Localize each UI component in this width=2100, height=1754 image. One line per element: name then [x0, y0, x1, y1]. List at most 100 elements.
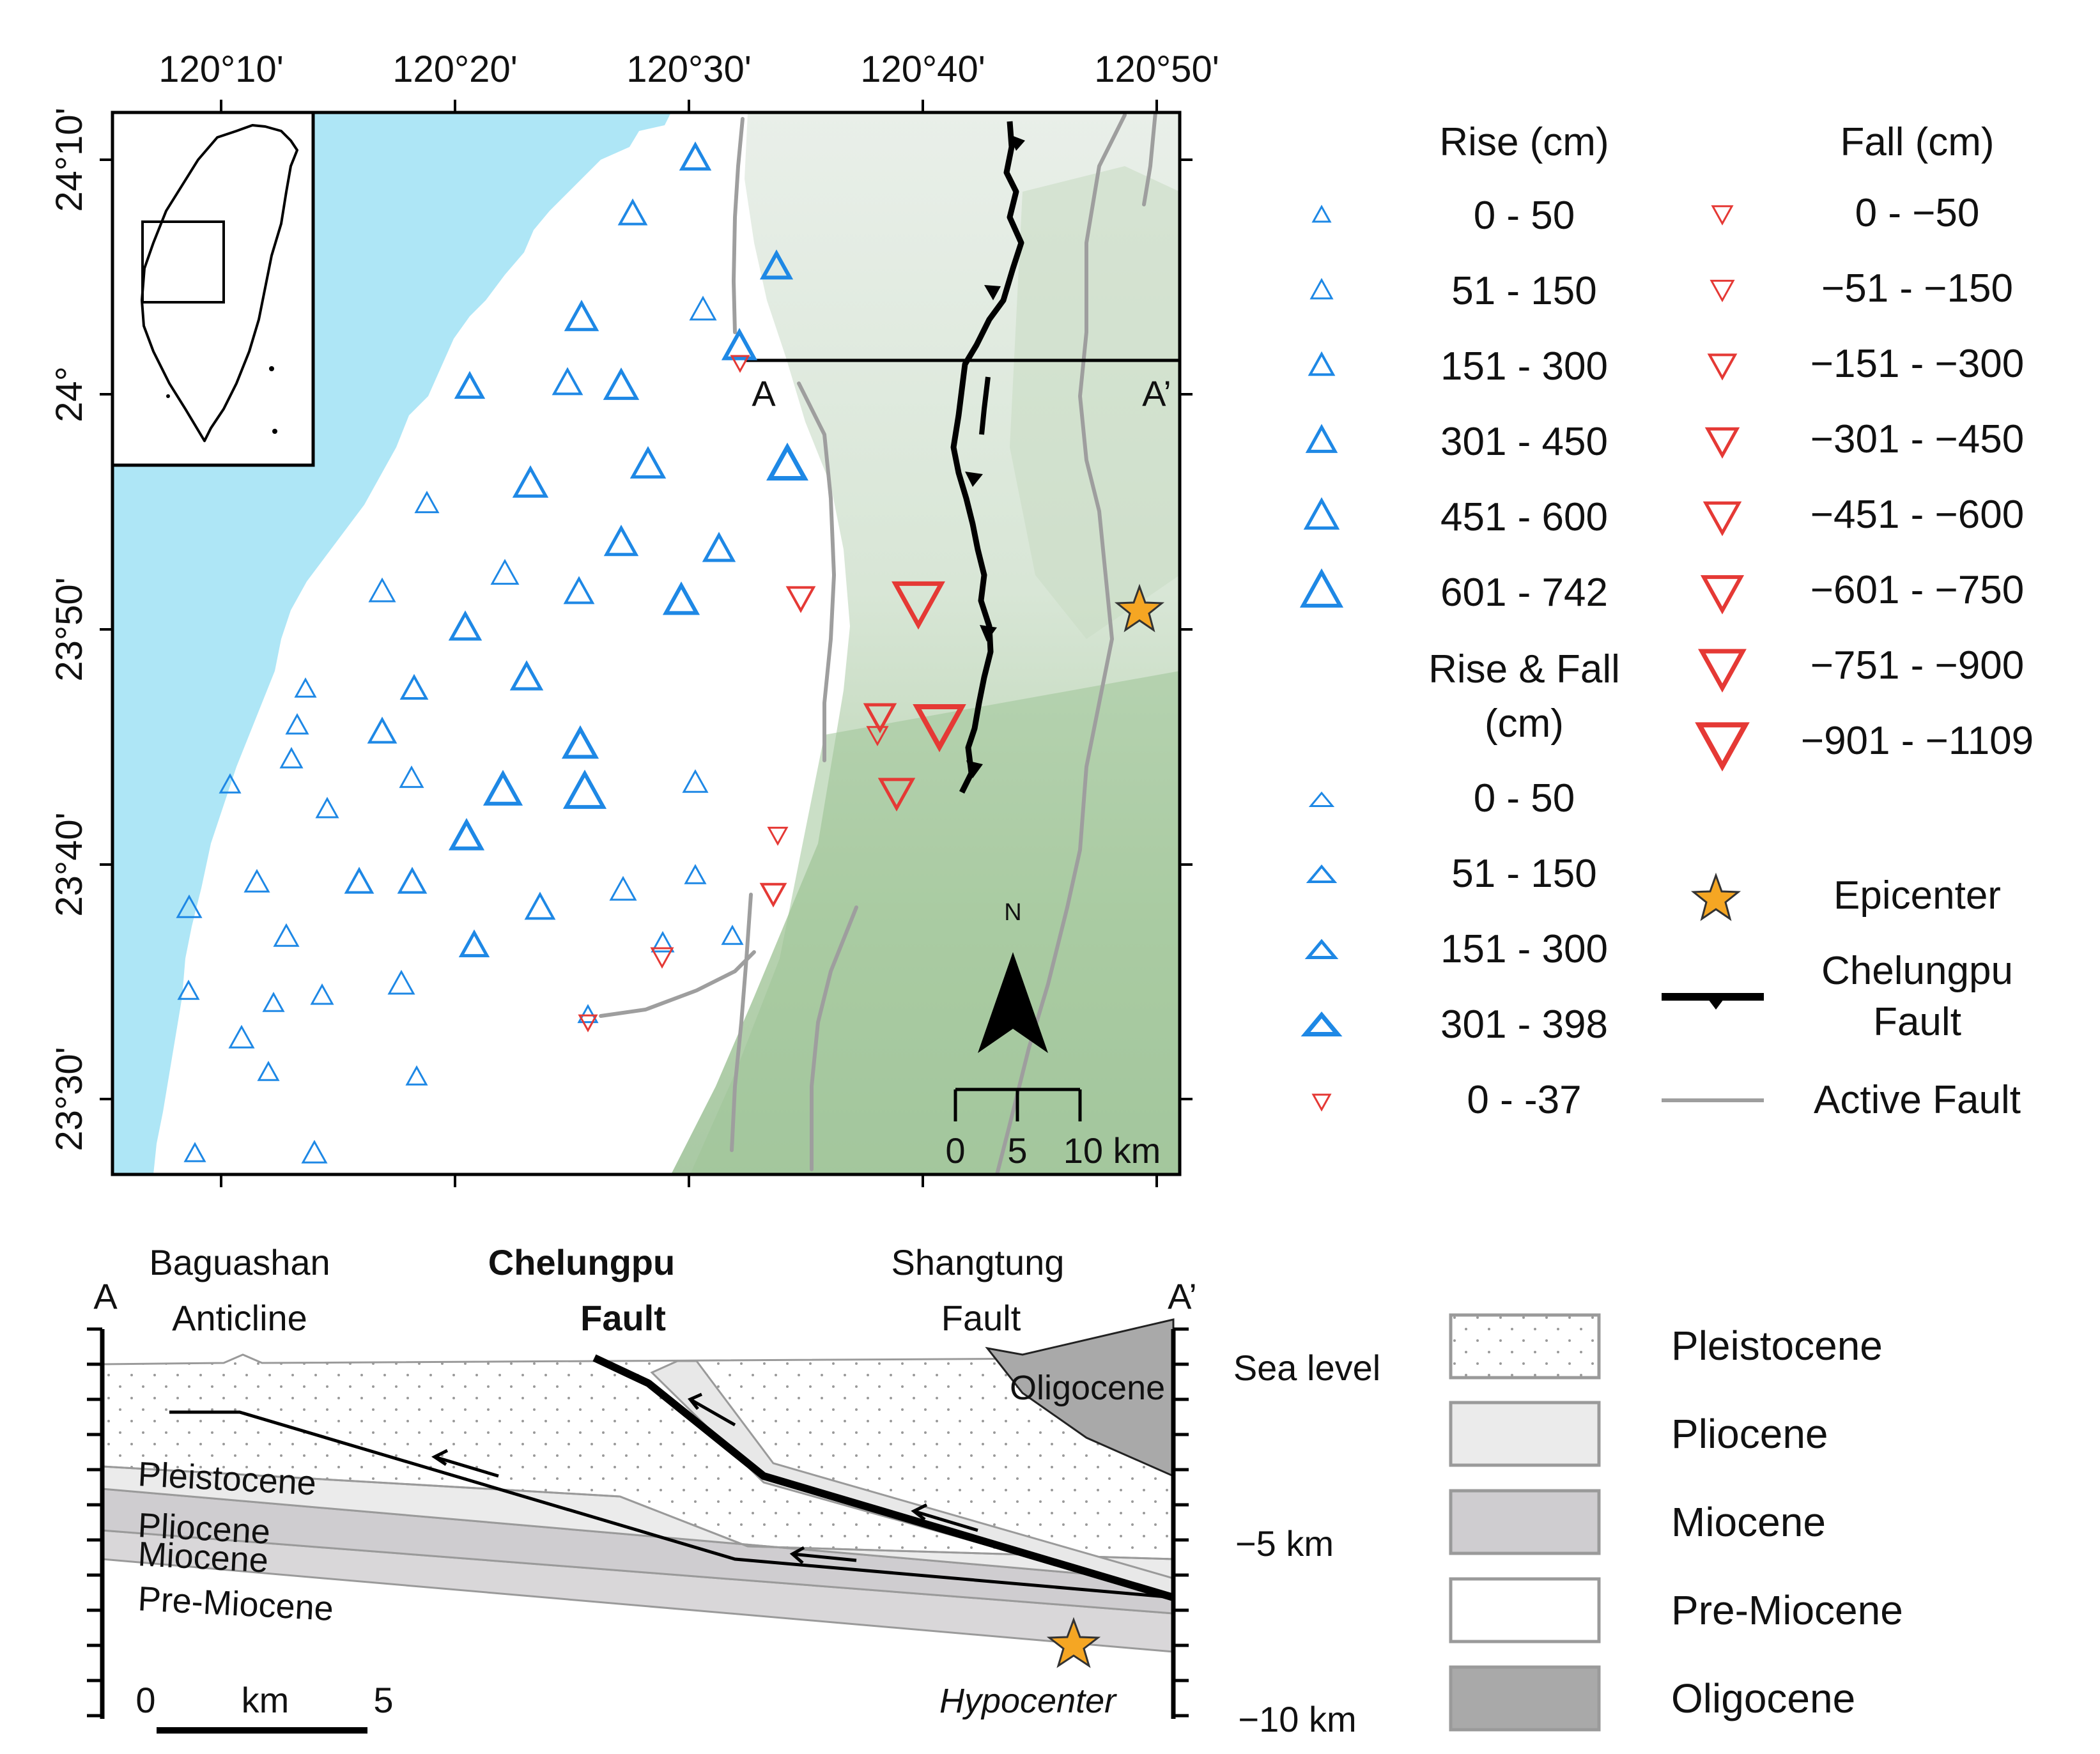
rise-marker	[609, 875, 637, 901]
miocene-swatch	[1449, 1489, 1601, 1555]
rise-marker	[273, 923, 300, 947]
section-scale-5: 5	[373, 1680, 393, 1720]
legend-rise-fall-symbol	[1306, 864, 1338, 883]
legend-rise-symbol	[1303, 497, 1340, 530]
rise-marker	[367, 716, 398, 744]
rise-marker	[563, 576, 595, 604]
hypocenter-label: Hypocenter	[939, 1682, 1117, 1720]
longitude-labels: 120°10' 120°20' 120°30' 120°40' 120°50'	[158, 49, 1219, 90]
legend-fall-symbol	[1702, 501, 1742, 537]
chelungpu-section-label-2: Fault	[580, 1298, 666, 1338]
chelungpu-label: Chelungpu	[1821, 949, 2013, 993]
fall-marker	[866, 726, 889, 746]
rise-marker	[721, 328, 758, 360]
map-scale-bar	[953, 1088, 1082, 1121]
depth-10-label: −10 km	[1238, 1699, 1356, 1739]
strata-label: Pliocene	[1671, 1411, 1828, 1457]
taiwan-outline	[141, 124, 298, 442]
rise-marker	[766, 442, 808, 481]
scale-label-0: 0	[945, 1130, 965, 1171]
legend-rise-symbol	[1309, 278, 1334, 300]
legend-rise-fall-negative-symbol	[1311, 1093, 1332, 1112]
chelungpu-section-label: Chelungpu	[488, 1242, 675, 1282]
fall-label: −301 - −450	[1810, 417, 2024, 461]
fall-header: Fall (cm)	[1840, 120, 1994, 164]
map-ticks	[100, 100, 1193, 1187]
rise-marker	[483, 769, 523, 806]
rise-marker	[679, 141, 712, 171]
rise-marker	[561, 725, 599, 759]
rise-label: 151 - 300	[1440, 344, 1608, 388]
section-depth-ticks	[87, 1327, 1189, 1718]
rise-fall-label: 301 - 398	[1440, 1003, 1608, 1047]
rise-marker	[454, 371, 486, 399]
rise-label: 601 - 742	[1440, 571, 1608, 615]
lon-label: 120°30'	[626, 49, 752, 90]
lon-label: 120°50'	[1094, 49, 1219, 90]
fall-label: −451 - −600	[1810, 493, 2024, 537]
rise-marker	[524, 891, 556, 920]
legend-rise-symbol	[1311, 204, 1332, 223]
legend-rise-symbol	[1308, 351, 1336, 376]
rise-marker	[279, 747, 304, 769]
lon-label: 120°10'	[158, 49, 284, 90]
fall-marker	[863, 703, 897, 734]
rise-marker	[315, 797, 339, 819]
rise-marker	[458, 929, 490, 958]
rise-marker	[577, 1004, 599, 1024]
rise-marker	[721, 925, 744, 945]
rise-marker	[285, 713, 309, 735]
rise-marker	[344, 866, 374, 894]
rise-fall-header: Rise & Fall	[1428, 647, 1620, 691]
cross-section: A A’ Baguashan Anticline Chelungpu Fault…	[87, 1242, 1380, 1739]
rise-marker	[759, 249, 794, 280]
shangtung-label: Shangtung	[892, 1242, 1065, 1282]
rise-marker	[177, 980, 200, 1000]
chelungpu-label-2: Fault	[1873, 1000, 1961, 1044]
lon-label: 120°40'	[860, 49, 985, 90]
rise-marker	[509, 660, 544, 691]
rise-marker	[414, 490, 440, 514]
rise-marker	[684, 864, 707, 884]
rise-marker	[399, 673, 429, 700]
rise-marker	[689, 295, 717, 321]
rise-marker	[262, 992, 285, 1012]
active-fault-label: Active Fault	[1814, 1078, 2021, 1122]
baguashan-label: Baguashan	[149, 1242, 330, 1282]
legend-rise-symbol	[1299, 568, 1344, 608]
rise-marker	[257, 1061, 280, 1081]
rise-fall-label: 0 - 50	[1474, 776, 1575, 820]
lat-label: 23°40'	[49, 812, 90, 916]
active-faults	[599, 112, 1157, 1174]
legend: Rise (cm) 0 - 50 51 - 150 151 - 300 301 …	[1299, 120, 2034, 1122]
strata-label: Pleistocene	[1671, 1323, 1883, 1369]
rise-marker	[219, 773, 242, 794]
rise-marker	[603, 525, 639, 557]
fall-label: −51 - −150	[1821, 266, 2013, 311]
latitude-labels: 24°10' 24° 23°50' 23°40' 23°30'	[49, 107, 90, 1151]
strata-label: Oligocene	[1671, 1675, 1855, 1721]
strata-label: Pre-Miocene	[1671, 1587, 1903, 1633]
fall-marker	[767, 826, 789, 846]
station-markers	[176, 141, 966, 1164]
oligocene-swatch	[1449, 1665, 1601, 1732]
lat-label: 23°30'	[49, 1047, 90, 1151]
rise-marker	[368, 577, 396, 603]
pliocene-section-label: Pliocene	[137, 1506, 271, 1551]
pliocene-hanging-wall	[650, 1360, 1175, 1599]
legend-rise-fall-symbol	[1308, 791, 1335, 807]
rise-marker	[310, 983, 334, 1005]
lat-label: 24°	[49, 366, 90, 422]
lat-label: 23°50'	[49, 577, 90, 681]
fall-marker	[877, 778, 916, 812]
rise-fall-label: 151 - 300	[1440, 927, 1608, 971]
fall-marker	[578, 1014, 598, 1033]
rise-marker	[399, 765, 424, 789]
legend-fall-symbol	[1695, 722, 1750, 772]
lat-label: 24°10'	[49, 107, 90, 212]
pleistocene-swatch	[1449, 1313, 1601, 1380]
inset-extent-box	[141, 220, 225, 304]
oligocene-section-label: Oligocene	[1010, 1369, 1165, 1407]
fall-label: −901 - −1109	[1801, 719, 2034, 763]
